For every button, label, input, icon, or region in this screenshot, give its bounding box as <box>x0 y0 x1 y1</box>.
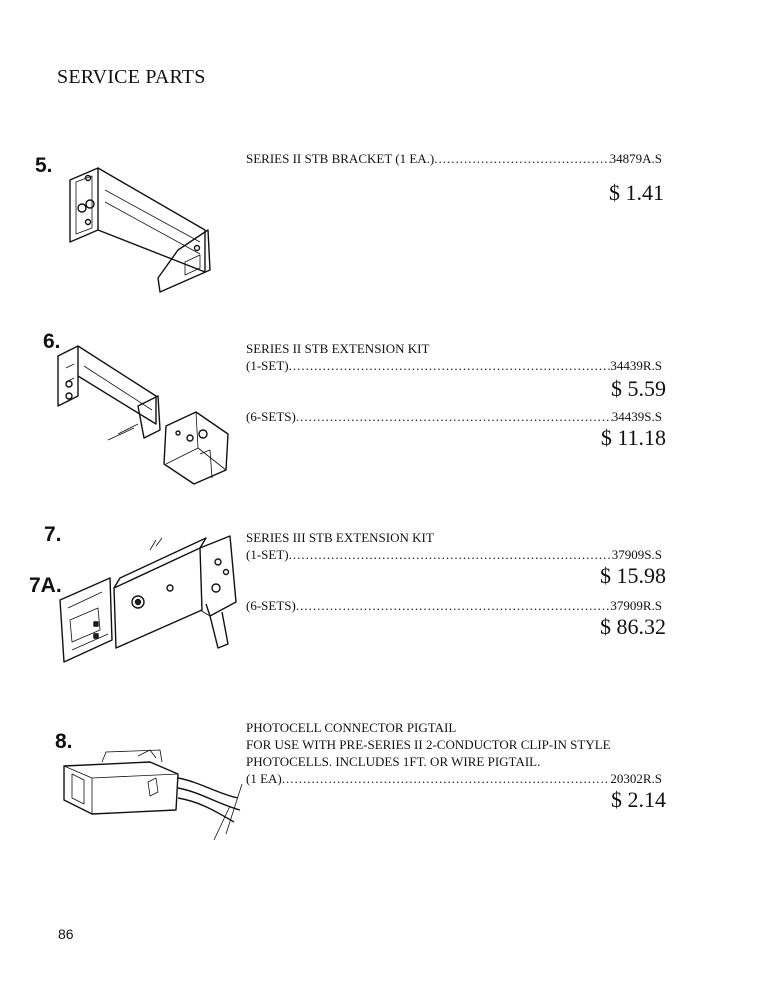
leader-dots <box>289 547 612 563</box>
part-number: 34879A.S <box>609 151 662 166</box>
row-label: (1-SET) <box>246 547 289 562</box>
item-5-row-1: SERIES II STB BRACKET (1 EA.) 34879A.S <box>246 151 662 167</box>
row-label: SERIES II STB BRACKET (1 EA.) <box>246 151 435 166</box>
item-number-5: 5. <box>35 154 53 177</box>
item-number-6: 6. <box>43 330 61 353</box>
part-number: 20302R.S <box>610 771 662 786</box>
part-number: 34439R.S <box>610 358 662 373</box>
price: $ 86.32 <box>600 614 666 639</box>
row-label: (6-SETS) <box>246 409 296 424</box>
leader-dots <box>296 598 611 614</box>
row-label: (1-SET) <box>246 358 289 373</box>
item-number-8: 8. <box>55 730 73 753</box>
item-8-description-1: FOR USE WITH PRE-SERIES II 2-CONDUCTOR C… <box>246 737 611 752</box>
price: $ 5.59 <box>611 376 666 401</box>
item-8-description-2: PHOTOCELLS. INCLUDES 1FT. OR WIRE PIGTAI… <box>246 754 541 769</box>
price: $ 11.18 <box>600 425 666 450</box>
part-number: 34439S.S <box>611 409 662 424</box>
item-8-title: PHOTOCELL CONNECTOR PIGTAIL <box>246 720 457 735</box>
item-8-row-1: (1 EA) 20302R.S <box>246 771 662 787</box>
item-number-7a: 7A. <box>29 574 62 597</box>
row-label: (6-SETS) <box>246 598 296 613</box>
extension-kit-illustration <box>57 345 229 485</box>
item-number-7: 7. <box>44 523 62 546</box>
page-title: SERVICE PARTS <box>57 66 206 88</box>
stb-bracket-illustration <box>69 167 211 293</box>
leader-dots <box>282 771 611 787</box>
price: $ 2.14 <box>611 787 666 812</box>
part-number: 37909R.S <box>610 598 662 613</box>
photocell-pigtail-illustration <box>63 749 243 841</box>
row-label: (1 EA) <box>246 771 282 786</box>
series-iii-extension-kit-illustration <box>59 535 237 663</box>
leader-dots <box>289 358 611 374</box>
price: $ 15.98 <box>600 563 666 588</box>
item-7-row-1: (1-SET) 37909S.S <box>246 547 662 563</box>
item-6-row-2: (6-SETS) 34439S.S <box>246 409 662 425</box>
leader-dots <box>434 151 609 167</box>
page-number: 86 <box>58 926 74 942</box>
part-number: 37909S.S <box>611 547 662 562</box>
price: $ 1.41 <box>609 180 664 205</box>
item-7-title: SERIES III STB EXTENSION KIT <box>246 530 434 545</box>
item-7-row-2: (6-SETS) 37909R.S <box>246 598 662 614</box>
item-6-title: SERIES II STB EXTENSION KIT <box>246 341 430 356</box>
leader-dots <box>296 409 612 425</box>
item-6-row-1: (1-SET) 34439R.S <box>246 358 662 374</box>
